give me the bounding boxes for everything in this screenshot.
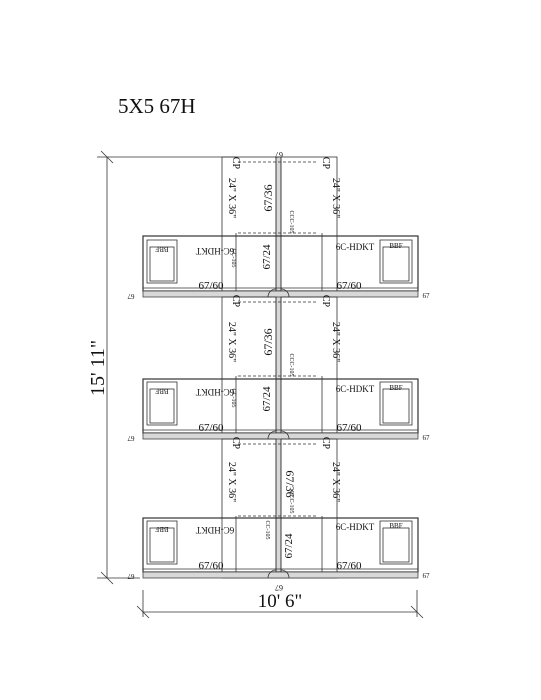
pod2-worksurface-right: 67/60 [336,422,362,434]
width-dimension: 10' 6" [136,590,424,619]
pod2-worksurface-left: 67/60 [198,422,224,434]
pod2-chair-pad-right: CP [320,295,331,308]
width-dimension-label: 10' 6" [258,591,302,612]
pod2-pad-size-right: 24" X 36" [330,322,341,362]
pod2-divider-low-label: 67/24 [261,386,273,412]
pod1-chair-pad-right: CP [320,157,331,170]
pod3-chair-pad-right: CP [320,437,331,450]
pod3-storage-right: BBF [389,522,402,530]
height-dimension-label: 15' 11" [87,340,109,396]
pod1-hardware-left-label: CC-105 [230,248,236,267]
pod1-height-left: 67 [127,292,135,300]
height-dimension: 15' 11" [87,150,236,585]
pod1-pad-size-right: 24" X 36" [330,178,341,218]
drawing-title: 5X5 67H [118,94,196,118]
pod2-storage-right: BBF [389,384,402,392]
pod2-hardware-label: CCC-105 [288,353,294,376]
pod3-overhead-left: 6C-HDKT [195,525,234,535]
pod2-hardware-left-label: CC-105 [230,388,236,407]
pod1-storage-right: BBF [389,242,402,250]
pod3-divider-label: 67/36 [283,470,297,497]
pod2-overhead-right: 6C-HDKT [336,384,375,394]
pod1-divider-low-label: 67/24 [261,244,273,270]
pod1-overhead-left: 6C-HDKT [195,246,234,256]
pod3-height-right: 67 [423,572,431,580]
spine-top-height-label: 67 [275,150,283,159]
pod3-worksurface-right: 67/60 [336,560,362,572]
pod3-pad-size-right: 24" X 36" [330,462,341,502]
pod2-height-right: 67 [423,434,431,442]
workstation-pod-2: CP CP 24" X 36" 24" X 36" 67/36 67/24 CC… [127,295,430,442]
pod1-height-right: 67 [423,292,431,300]
pod3-hardware-left-label: CC-105 [264,520,270,539]
pod3-height-left: 67 [127,572,135,580]
pod3-storage-left: BBF [155,525,168,533]
pod2-height-left: 67 [127,434,135,442]
workstation-pod-3: CP CP 24" X 36" 24" X 36" 67/36 67/24 CC… [127,437,430,580]
pod2-divider-label: 67/36 [261,328,275,355]
pod3-pad-size-left: 24" X 36" [226,462,237,502]
pod1-divider-label: 67/36 [261,184,275,211]
pod1-worksurface-left: 67/60 [198,280,224,292]
pod1-storage-left: BBF [155,245,168,253]
pod3-worksurface-left: 67/60 [198,560,224,572]
pod1-hardware-label: CCC-105 [288,210,294,233]
pod2-chair-pad-left: CP [230,295,241,308]
pod2-pad-size-left: 24" X 36" [226,322,237,362]
pod3-overhead-right: 6C-HDKT [336,522,375,532]
pod2-overhead-left: 6C-HDKT [195,387,234,397]
pod1-worksurface-right: 67/60 [336,280,362,292]
pod2-storage-left: BBF [155,387,168,395]
pod3-divider-low-label: 67/24 [283,533,295,559]
pod1-overhead-right: 6C-HDKT [336,242,375,252]
pod1-pad-size-left: 24" X 36" [226,178,237,218]
workstation-pod-1: CP CP 24" X 36" 24" X 36" 67/36 67/24 CC… [127,156,431,300]
spine-bottom-height-label: 67 [275,583,283,592]
pod3-chair-pad-left: CP [230,437,241,450]
pod1-chair-pad-left: CP [230,157,241,170]
pod3-hardware-label: CCC-105 [288,490,294,513]
